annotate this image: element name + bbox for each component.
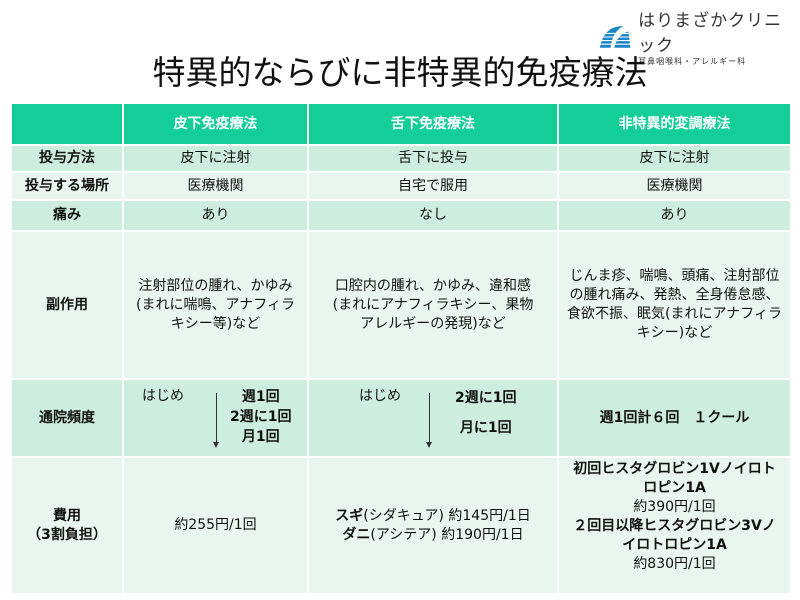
cell: 口腔内の腫れ、かゆみ、違和感(まれにアナフィラキシー、果物アレルギーの発現)など [307, 230, 559, 380]
header-row: 皮下免疫療法 舌下免疫療法 非特異的変調療法 [10, 102, 792, 146]
cell-frequency-nonspecific: 週1回計６回 １クール [557, 378, 792, 458]
header-nonspecific: 非特異的変調療法 [557, 102, 792, 146]
row-label: 投与する場所 [10, 171, 124, 201]
first-price: 約390円/1回 [633, 499, 716, 515]
cell: 医療機関 [122, 171, 309, 201]
clinic-logo: はりまざかクリニック 耳鼻咽喉科・アレルギー科 [598, 6, 800, 67]
freq-step: 2週に1回 [230, 409, 292, 425]
first-dose: 初回ヒスタグロビン1Vノイロトロピン1A [573, 461, 776, 496]
clinic-name: はりまざかクリニック [638, 11, 783, 56]
table-row-frequency: 通院頻度 はじめ 週1回 2週に1回 月1回 はじめ 2週に1回 月に1回 週1… [10, 378, 792, 458]
start-label: はじめ [142, 388, 184, 404]
row-label: 痛み [10, 199, 124, 232]
cell: 医療機関 [557, 171, 792, 201]
page-title: 特異的ならびに非特異的免疫療法 [152, 53, 648, 92]
header-subcutaneous: 皮下免疫療法 [122, 102, 309, 146]
cell-frequency-subq: はじめ 週1回 2週に1回 月1回 [122, 378, 309, 458]
row-label: 費用 （3割負担） [10, 456, 124, 595]
arrow-down-icon [213, 393, 219, 448]
header-sublingual: 舌下免疫療法 [307, 102, 559, 146]
table-row: 副作用 注射部位の腫れ、かゆみ(まれに喘鳴、アナフィラキシー等)など 口腔内の腫… [10, 230, 792, 380]
cell: 舌下に投与 [307, 144, 559, 173]
cell: 注射部位の腫れ、かゆみ(まれに喘鳴、アナフィラキシー等)など [122, 230, 309, 380]
cell: 皮下に注射 [122, 144, 309, 173]
price: 約145円/1日 [448, 507, 531, 524]
cell: あり [122, 199, 309, 232]
row-label: 投与方法 [10, 144, 124, 173]
cell-cost-nonspecific: 初回ヒスタグロビン1Vノイロトロピン1A 約390円/1回 ２回目以降ヒスタグロ… [557, 456, 792, 595]
arrow-down-icon [426, 393, 432, 448]
freq-step: 月1回 [241, 429, 280, 445]
cell: 皮下に注射 [557, 144, 792, 173]
table-row-cost: 費用 （3割負担） 約255円/1回 スギ(シダキュア) 約145円/1日 ダニ… [10, 456, 792, 595]
logo-mark-icon [598, 25, 633, 48]
drug-name: スギ [335, 507, 364, 524]
cell-cost-sublingual: スギ(シダキュア) 約145円/1日 ダニ(アシテア) 約190円/1日 [307, 456, 559, 595]
later-price: 約830円/1回 [633, 556, 716, 572]
cell: じんま疹、喘鳴、頭痛、注射部位の腫れ痛み、発熱、全身倦怠感、食欲不振、眠気(まれ… [557, 230, 792, 380]
cell: なし [307, 199, 559, 232]
table-row: 投与する場所 医療機関 自宅で服用 医療機関 [10, 171, 792, 201]
drug-name: ダニ [342, 526, 371, 543]
brand-name: (シダキュア) [363, 507, 444, 524]
later-dose: ２回目以降ヒスタグロビン3Vノイロトロピン1A [573, 518, 776, 553]
row-label: 通院頻度 [10, 378, 124, 458]
cell-frequency-sublingual: はじめ 2週に1回 月に1回 [307, 378, 559, 458]
brand-name: (アシテア) [370, 526, 437, 543]
price: 約190円/1日 [441, 526, 524, 543]
cell: 自宅で服用 [307, 171, 559, 201]
comparison-table: 皮下免疫療法 舌下免疫療法 非特異的変調療法 投与方法 皮下に注射 舌下に投与 … [10, 102, 792, 595]
start-label: はじめ [359, 388, 401, 404]
cell-cost-subq: 約255円/1回 [122, 456, 309, 595]
freq-step: 月に1回 [459, 420, 512, 436]
table-row: 痛み あり なし あり [10, 199, 792, 232]
clinic-departments: 耳鼻咽喉科・アレルギー科 [638, 57, 747, 66]
row-label: 副作用 [10, 230, 124, 380]
freq-step: 2週に1回 [455, 390, 517, 406]
table-row: 投与方法 皮下に注射 舌下に投与 皮下に注射 [10, 144, 792, 173]
header-empty [10, 102, 124, 146]
freq-step: 週1回 [241, 389, 280, 405]
cell: あり [557, 199, 792, 232]
